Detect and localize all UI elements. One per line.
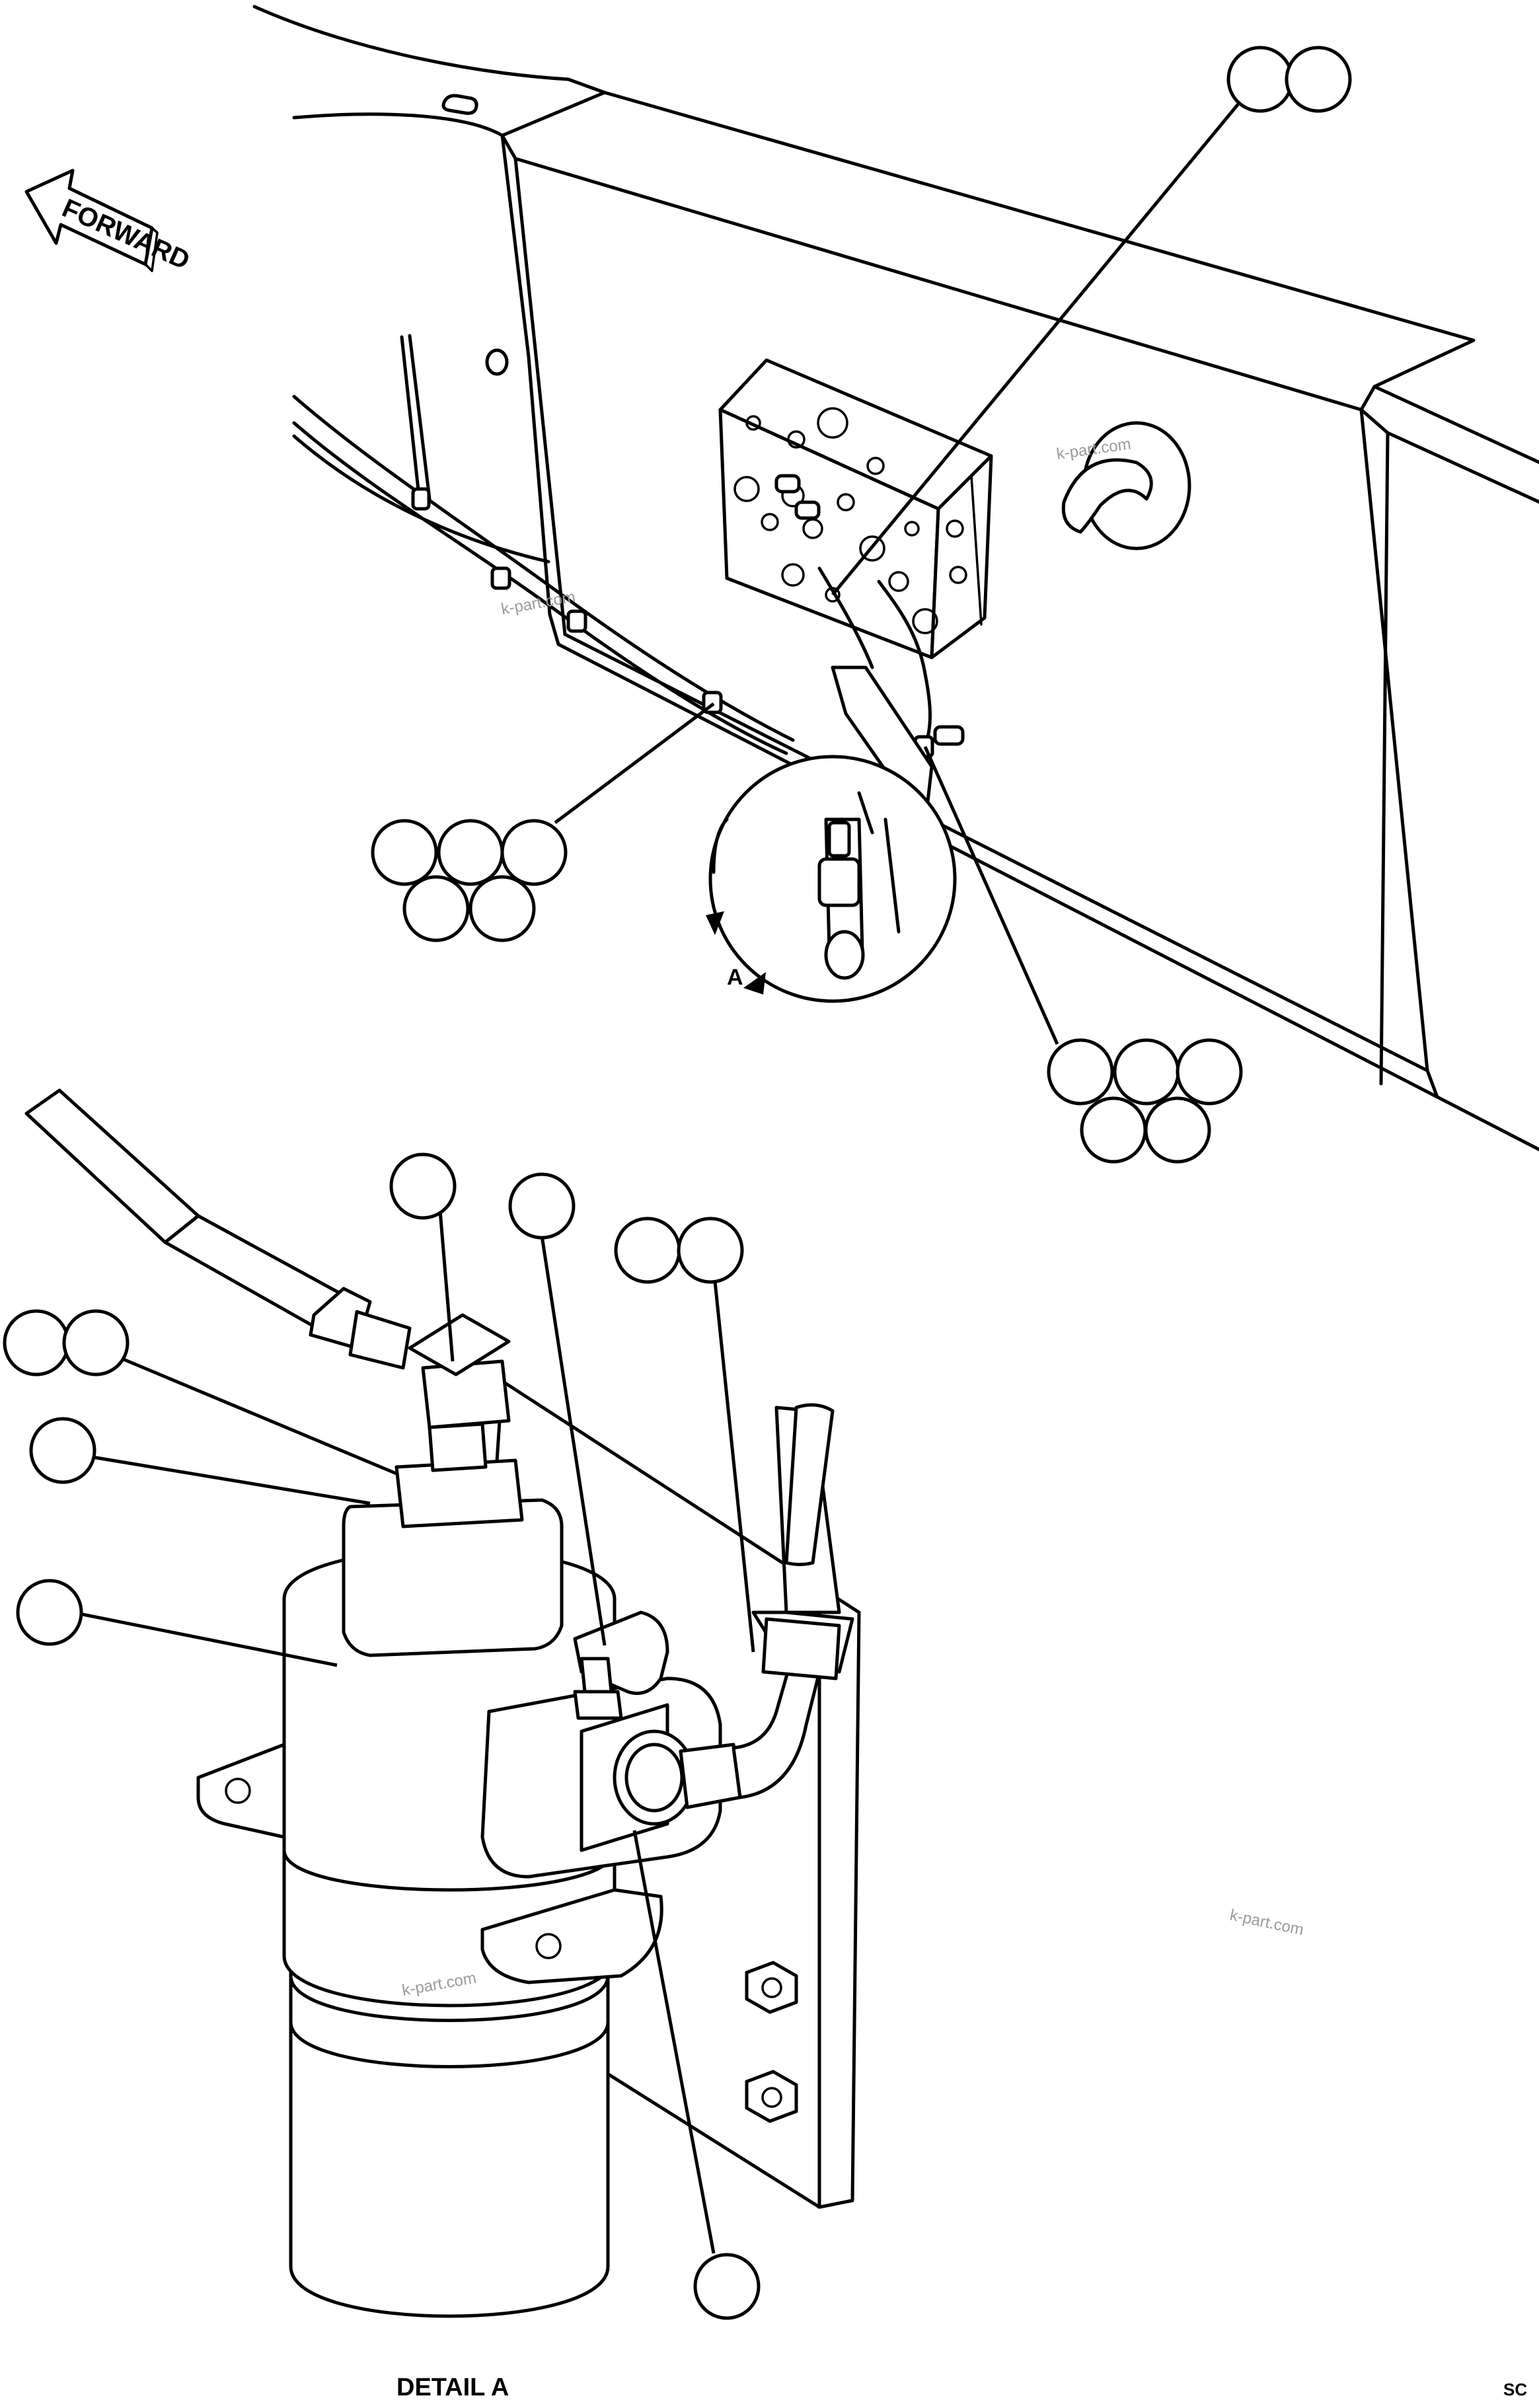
callouts-upper xyxy=(371,46,1352,1164)
callouts-detail xyxy=(3,1152,761,2320)
hoses-detail xyxy=(24,1088,854,1680)
callout-balloon xyxy=(402,875,470,942)
callout-balloon xyxy=(389,1152,457,1220)
callout-balloon xyxy=(371,819,438,886)
callout-balloon xyxy=(1176,1038,1243,1106)
callout-balloon xyxy=(3,1309,70,1376)
callout-balloon xyxy=(500,819,568,886)
control-valve-block xyxy=(718,358,993,659)
callout-balloon xyxy=(62,1309,130,1376)
callout-balloon xyxy=(1113,1038,1180,1106)
page-code: SC xyxy=(1503,2380,1527,2399)
watermark: k-part.com xyxy=(1228,1906,1305,1939)
callout-balloon xyxy=(1226,46,1294,113)
callout-balloon xyxy=(1080,1096,1147,1164)
watermark: k-part.com xyxy=(500,588,576,619)
callout-balloon xyxy=(469,875,536,942)
callout-balloon xyxy=(693,2253,761,2320)
callout-balloon xyxy=(614,1217,681,1284)
detail-a-circle: A xyxy=(706,755,957,1003)
callout-balloon xyxy=(29,1417,96,1484)
forward-arrow-icon: FORWARD xyxy=(24,169,194,276)
callout-balloon xyxy=(1285,46,1352,113)
callout-balloon xyxy=(437,819,504,886)
callout-balloon xyxy=(16,1579,83,1646)
callout-balloon xyxy=(508,1172,576,1240)
callout-balloon xyxy=(1047,1038,1114,1106)
callout-balloon xyxy=(1144,1096,1211,1164)
callout-balloon xyxy=(677,1217,744,1284)
view-a-label: A xyxy=(727,965,743,990)
lifting-eye xyxy=(1061,421,1191,550)
detail-a-label: DETAIL A xyxy=(396,2374,509,2401)
filter-assembly xyxy=(196,1313,861,2318)
